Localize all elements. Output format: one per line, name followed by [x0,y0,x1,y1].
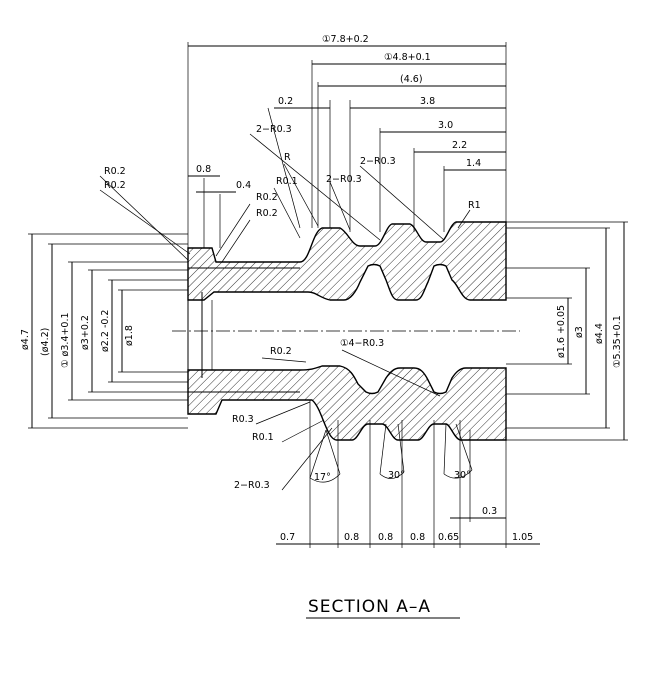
dia-2-2: ø2.2 -0.2 [100,310,111,352]
dim-bottom: 0.8 [344,532,359,543]
dim-bottom: 0.3 [482,506,497,517]
radius-label: 2−R0.3 [256,124,292,135]
radius-label: R [284,152,291,163]
radius-label: R0.3 [232,414,254,425]
dim-0-2: 0.2 [278,96,293,107]
angle-marks [309,423,473,483]
dim-total-length: ①7.8+0.2 [322,34,369,45]
dia-1-6: ø1.6 +0.05 [556,305,567,358]
dim-2-2: 2.2 [452,140,467,151]
radius-label: R0.2 [256,208,278,219]
dim-4-6: (4.6) [400,74,423,85]
radius-label: 2−R0.3 [234,480,270,491]
upper-section [187,221,507,301]
dia-5-35: ①5.35+0.1 [612,315,623,368]
dia-1-8: ø1.8 [124,325,135,346]
dim-bottom: 0.8 [378,532,393,543]
dim-0-8: 0.8 [196,164,211,175]
dim-bottom: 0.7 [280,532,295,543]
radius-label: R0.2 [256,192,278,203]
radius-label: ①4−R0.3 [340,338,384,349]
dim-3-0: 3.0 [438,120,453,131]
dim-1-4: 1.4 [466,158,481,169]
top-dimensions [188,45,506,193]
dim-3-8: 3.8 [420,96,435,107]
diameter-lines [31,222,625,440]
dia-4-4: ø4.4 [594,323,605,344]
dim-4-8: ①4.8+0.1 [384,52,431,63]
bottom-dimensions [276,517,540,545]
dia-4-2: (ø4.2) [40,328,51,356]
angle-label: 30° [454,470,471,481]
radius-label: R0.1 [276,176,298,187]
dia-3-4: ① ø3.4+0.1 [60,312,71,368]
radius-label: 2−R0.3 [326,174,362,185]
extension-lines [28,42,628,548]
dim-bottom: 1.05 [512,532,533,543]
dia-3: ø3+0.2 [80,315,91,350]
lower-section [187,365,507,441]
radius-label: R0.2 [270,346,292,357]
angle-label: 17° [314,472,331,483]
angle-label: 30° [388,470,405,481]
dia-3-right: ø3 [574,326,585,338]
radius-label: R0.2 [104,166,126,177]
leader-lines [99,107,471,491]
radius-label: R0.2 [104,180,126,191]
radius-label: R0.1 [252,432,274,443]
dia-4-7: ø4.7 [20,329,31,350]
dim-bottom: 0.65 [438,532,459,543]
section-title: SECTION A–A [308,597,431,617]
dim-0-4: 0.4 [236,180,251,191]
radius-label: 2−R0.3 [360,156,396,167]
dim-bottom: 0.8 [410,532,425,543]
radius-label: R1 [468,200,481,211]
